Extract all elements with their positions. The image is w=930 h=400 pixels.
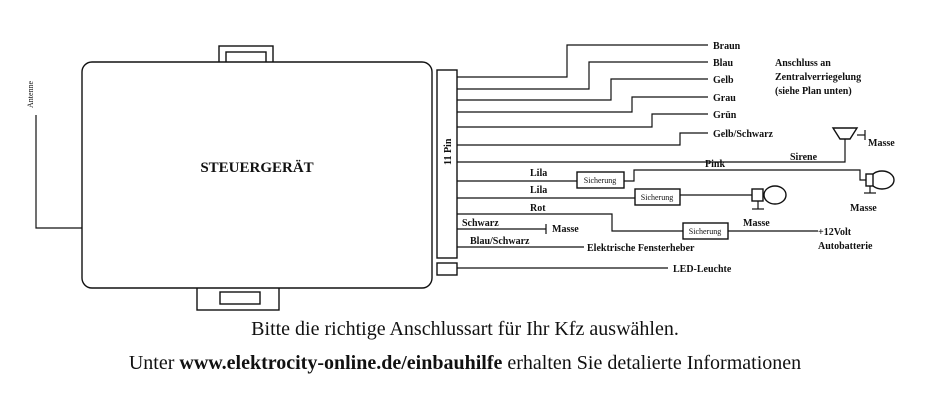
label-blau-schwarz: Blau/Schwarz (470, 236, 530, 247)
connector-block (436, 69, 458, 259)
label-blau: Blau (713, 58, 733, 69)
wire-blau (457, 61, 708, 90)
instruction-suffix: erhalten Sie detalierte Informationen (502, 352, 802, 374)
label-autobatterie: Autobatterie (818, 241, 873, 252)
fuse-2 (634, 188, 681, 206)
led-connector (436, 262, 458, 276)
label-masse-lampe-mitte: Masse (743, 218, 770, 229)
lila-pink-circuit: Lila Sicherung Pink Masse (457, 159, 895, 214)
fuse-3-label: Sicherung (689, 227, 721, 236)
ground-circuit: Schwarz Masse (457, 218, 579, 235)
label-masse-sirene: Masse (868, 138, 895, 149)
siren-icon (831, 127, 859, 140)
wire-grau (457, 96, 708, 113)
note-line-2: Zentralverriegelung (775, 72, 861, 83)
power-circuit: Rot Sicherung +12Volt Autobatterie (457, 203, 873, 252)
wire-gelb-schwarz (457, 132, 708, 146)
central-locking-wires: Braun Blau Gelb Grau Grün Gelb/Schwarz (457, 41, 774, 146)
control-unit-body (81, 61, 433, 289)
lamp-mid-icon (763, 185, 787, 205)
instruction-prefix: Unter (128, 352, 180, 374)
control-unit-title: STEUERGERÄT (200, 160, 313, 176)
wire-braun (457, 44, 708, 78)
antenna: Antenne (26, 80, 84, 229)
label-rot: Rot (530, 203, 546, 214)
lamp-mid-socket (751, 188, 764, 202)
antenna-wire (35, 115, 84, 229)
fuse-2-label: Sicherung (641, 193, 673, 202)
led-circuit: LED-Leuchte (457, 264, 732, 275)
bottom-mount-tab-inner (219, 291, 261, 305)
instruction-link[interactable]: www.elektrocity-online.de/einbauhilfe (179, 352, 503, 374)
wire-gruen (457, 113, 708, 128)
label-sirene: Sirene (790, 152, 818, 163)
connector-11-pin: 11 Pin (436, 69, 458, 276)
antenna-label: Antenne (26, 80, 35, 108)
label-lila-1: Lila (530, 168, 547, 179)
connector-label: 11 Pin (443, 138, 454, 165)
label-lila-2: Lila (530, 185, 547, 196)
wire-gelb (457, 78, 708, 101)
siren-circuit: Masse Sirene (457, 127, 895, 163)
label-fensterheber: Elektrische Fensterheber (587, 243, 695, 254)
wire-rot (457, 213, 683, 232)
label-plus12v: +12Volt (818, 227, 852, 238)
label-gelb: Gelb (713, 75, 734, 86)
fuse-1-label: Sicherung (584, 176, 616, 185)
wire-siren (457, 145, 846, 163)
control-unit: STEUERGERÄT (81, 45, 433, 311)
central-locking-note: Anschluss an Zentralverriegelung (siehe … (775, 58, 861, 97)
window-circuit: Blau/Schwarz Elektrische Fensterheber (457, 236, 695, 254)
label-masse-schwarz: Masse (552, 224, 579, 235)
instruction-line-2: Unter www.elektrocity-online.de/einbauhi… (0, 352, 930, 375)
label-grau: Grau (713, 93, 736, 104)
label-pink: Pink (705, 159, 725, 170)
label-gelb-schwarz: Gelb/Schwarz (713, 129, 774, 140)
lamp-right-socket (865, 173, 874, 187)
lila-lamp-circuit: Lila Sicherung Masse (457, 185, 787, 229)
label-led: LED-Leuchte (673, 264, 732, 275)
label-masse-lampe-rechts: Masse (850, 203, 877, 214)
label-schwarz: Schwarz (462, 218, 499, 229)
fuse-1 (576, 171, 625, 189)
wire-pink (624, 169, 866, 182)
note-line-1: Anschluss an (775, 58, 831, 69)
note-line-3: (siehe Plan unten) (775, 86, 852, 97)
label-braun: Braun (713, 41, 741, 52)
label-gruen: Grün (713, 110, 737, 121)
instruction-line-1: Bitte die richtige Anschlussart für Ihr … (251, 318, 679, 340)
